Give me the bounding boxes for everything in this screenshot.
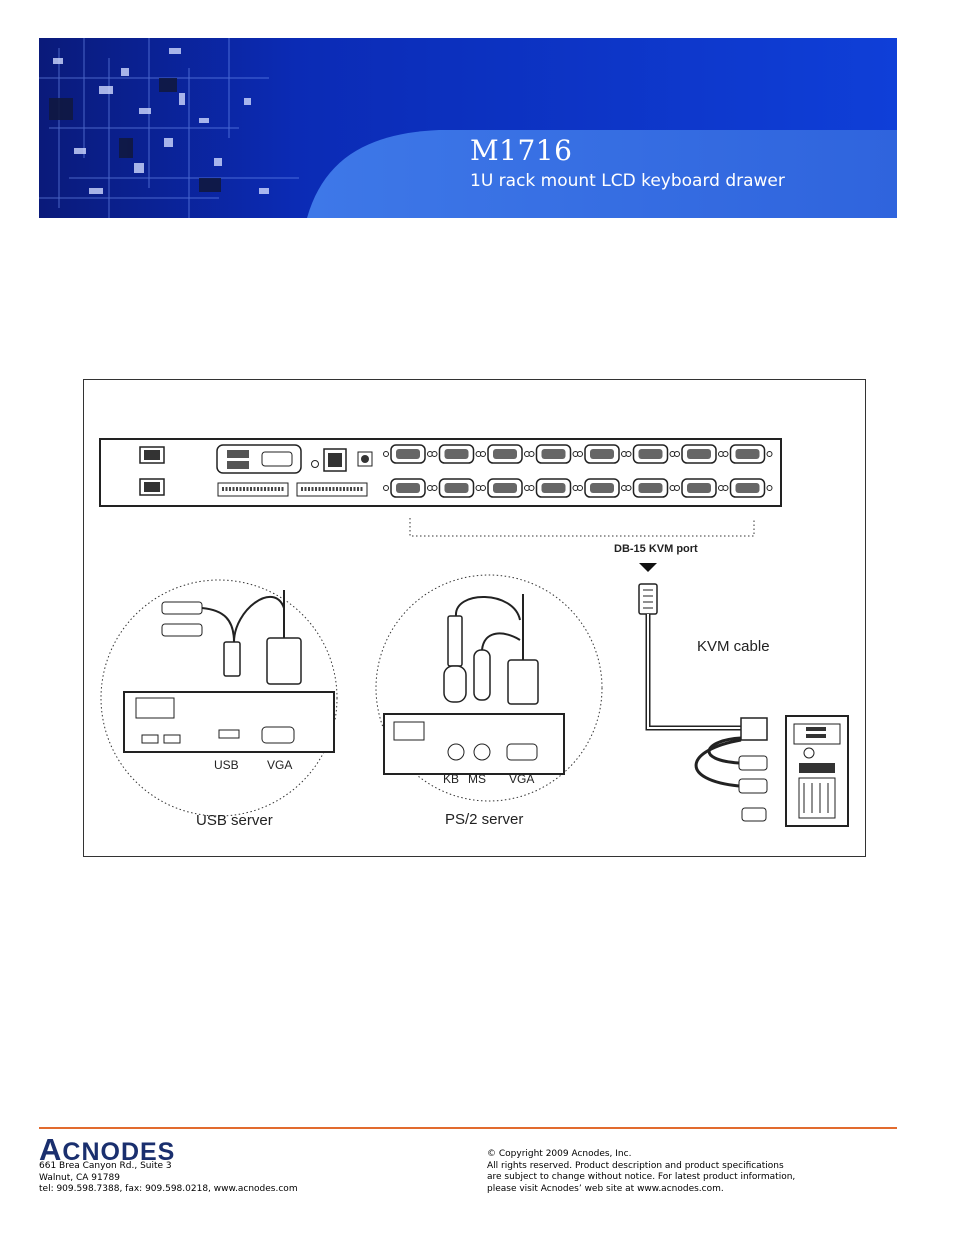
ps2-server-label: PS/2 server bbox=[445, 811, 524, 828]
copyright-notice: © Copyright 2009 Acnodes, Inc. All right… bbox=[487, 1149, 857, 1195]
rights-line-2: are subject to change without notice. Fo… bbox=[487, 1172, 796, 1182]
address-line-2: Walnut, CA 91789 bbox=[39, 1172, 120, 1183]
contact-line: tel: 909.598.7388, fax: 909.598.0218, ww… bbox=[39, 1184, 298, 1194]
down-arrow-icon bbox=[639, 563, 657, 572]
acnodes-logo: ACNODES bbox=[39, 1132, 176, 1167]
vga-port-label: VGA bbox=[267, 758, 293, 772]
copyright-line: © Copyright 2009 Acnodes, Inc. bbox=[487, 1149, 632, 1159]
connection-diagram: DB-15 KVM port KVM cable USB VGA USB ser… bbox=[83, 379, 866, 857]
address-line-1: 661 Brea Canyon Rd., Suite 3 bbox=[39, 1161, 172, 1171]
page-title: M1716 bbox=[470, 134, 573, 167]
kb-port-label: KB bbox=[443, 772, 460, 786]
kvm-cable bbox=[638, 583, 768, 822]
footer-divider bbox=[39, 1127, 897, 1129]
diagram-drawing bbox=[99, 438, 849, 827]
page-subtitle: 1U rack mount LCD keyboard drawer bbox=[470, 171, 785, 191]
ps2-server-detail bbox=[375, 574, 603, 802]
ps2-vga-port-label: VGA bbox=[509, 772, 535, 786]
circuit-board-image bbox=[39, 38, 897, 218]
ms-port-label: MS bbox=[468, 772, 486, 786]
usb-port-label: USB bbox=[214, 758, 239, 772]
usb-server-label: USB server bbox=[196, 812, 273, 829]
company-address: 661 Brea Canyon Rd., Suite 3 Walnut, CA … bbox=[39, 1161, 298, 1196]
rights-line-1: All rights reserved. Product description… bbox=[487, 1160, 784, 1171]
kvm-cable-label: KVM cable bbox=[697, 638, 770, 655]
pc-tower-icon bbox=[785, 715, 849, 827]
kvm-port-label: DB-15 KVM port bbox=[614, 543, 698, 555]
header-banner: M1716 1U rack mount LCD keyboard drawer bbox=[39, 38, 897, 218]
rights-line-3: please visit Acnodes’ web site at www.ac… bbox=[487, 1183, 724, 1194]
db15-port-array bbox=[383, 444, 773, 498]
usb-server-detail bbox=[100, 579, 338, 817]
